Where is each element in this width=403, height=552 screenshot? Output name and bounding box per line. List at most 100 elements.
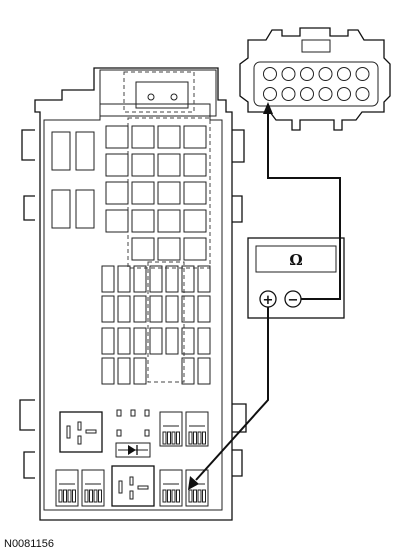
figure-code: N0081156 bbox=[4, 538, 54, 550]
top-relay bbox=[135, 81, 189, 109]
jcase-right-upper bbox=[159, 411, 209, 447]
fuse-slot bbox=[171, 489, 176, 503]
fuse-slot bbox=[193, 431, 197, 445]
mini-fuse bbox=[165, 295, 179, 323]
mini-fuse bbox=[117, 357, 131, 385]
connector-pins bbox=[263, 67, 370, 101]
mini-fuse bbox=[197, 327, 211, 355]
fuse-slot bbox=[84, 489, 89, 503]
mini-fuse bbox=[165, 265, 179, 293]
connector-pin bbox=[318, 67, 333, 81]
connector-pin bbox=[337, 67, 351, 81]
mini-fuse bbox=[181, 327, 195, 355]
mini-fuse bbox=[131, 237, 155, 261]
mini-fuse bbox=[101, 295, 115, 323]
fuse-slot bbox=[72, 489, 76, 503]
fuse-slot bbox=[89, 489, 93, 503]
negative-terminal-label: − bbox=[288, 293, 299, 308]
fuse-slot bbox=[67, 489, 72, 503]
mini-fuse bbox=[131, 209, 155, 233]
connector-pin bbox=[300, 67, 314, 81]
fuse-box-housing bbox=[19, 67, 247, 521]
middle-fuse-grid bbox=[101, 261, 211, 385]
connector-pin bbox=[281, 87, 296, 101]
mini-fuse bbox=[183, 125, 207, 149]
fuse-slot bbox=[176, 489, 180, 503]
mini-fuse bbox=[105, 125, 129, 149]
mini-fuse bbox=[105, 153, 129, 177]
mini-fuse bbox=[117, 265, 131, 293]
fuse-slot bbox=[98, 489, 102, 503]
fuse-slot bbox=[162, 431, 167, 445]
fuse-slot bbox=[176, 431, 180, 445]
connector-pin bbox=[263, 87, 277, 101]
connector bbox=[239, 27, 391, 131]
connector-pin bbox=[281, 67, 296, 81]
mini-fuse bbox=[157, 181, 181, 205]
mini-fuse bbox=[133, 295, 147, 323]
connector-pin bbox=[337, 87, 351, 101]
mini-fuse bbox=[157, 209, 181, 233]
upper-fuse-grid bbox=[105, 117, 211, 269]
mini-fuse bbox=[133, 327, 147, 355]
mini-fuse bbox=[101, 265, 115, 293]
mini-fuse bbox=[149, 265, 163, 293]
connector-pin bbox=[300, 87, 314, 101]
mini-fuse bbox=[197, 265, 211, 293]
connector-pin bbox=[355, 67, 370, 81]
positive-terminal-label: + bbox=[263, 293, 274, 308]
probe-tip-fusebox bbox=[188, 476, 199, 490]
fuse-slot bbox=[58, 489, 63, 503]
fuse-slot bbox=[188, 431, 193, 445]
mini-fuse bbox=[157, 237, 181, 261]
connector-pin bbox=[263, 67, 277, 81]
mini-fuse bbox=[131, 125, 155, 149]
mini-fuse bbox=[131, 181, 155, 205]
mini-fuse bbox=[131, 153, 155, 177]
fuse-slot bbox=[197, 431, 202, 445]
mini-fuse bbox=[149, 327, 163, 355]
test-leads bbox=[188, 102, 341, 490]
mini-fuse bbox=[157, 125, 181, 149]
probe-tip-connector bbox=[263, 102, 273, 114]
mini-fuse bbox=[197, 295, 211, 323]
mini-fuse bbox=[149, 295, 163, 323]
mini-fuse bbox=[181, 265, 195, 293]
ohmmeter: Ω + − bbox=[247, 237, 345, 319]
fuse-slot bbox=[193, 489, 197, 503]
mini-fuse bbox=[197, 357, 211, 385]
mini-fuse bbox=[101, 357, 115, 385]
mini-fuse bbox=[117, 295, 131, 323]
fuse-slot bbox=[162, 489, 167, 503]
relay-left bbox=[59, 411, 103, 453]
mini-fuse bbox=[181, 295, 195, 323]
mini-fuse bbox=[105, 209, 129, 233]
mini-fuse bbox=[101, 327, 115, 355]
fuse-slot bbox=[167, 489, 171, 503]
mini-fuse bbox=[157, 153, 181, 177]
left-large-fuses bbox=[51, 131, 95, 229]
mini-fuse bbox=[117, 327, 131, 355]
fuse-slot bbox=[202, 431, 206, 445]
fuse-slot bbox=[188, 489, 193, 503]
connector-pin bbox=[355, 87, 370, 101]
mini-fuse bbox=[183, 153, 207, 177]
bottom-row bbox=[55, 465, 209, 507]
ohm-symbol: Ω bbox=[289, 251, 302, 269]
fuse-slot bbox=[197, 489, 202, 503]
fuse-slot bbox=[167, 431, 171, 445]
mini-fuse bbox=[133, 265, 147, 293]
fuse-slot bbox=[63, 489, 67, 503]
fuse-slot bbox=[93, 489, 98, 503]
small-pins bbox=[116, 409, 150, 437]
connector-pin bbox=[318, 87, 333, 101]
mini-fuse bbox=[165, 327, 179, 355]
mini-fuse bbox=[133, 357, 147, 385]
mini-fuse bbox=[183, 237, 207, 261]
fuse-slot bbox=[171, 431, 176, 445]
mini-fuse bbox=[183, 209, 207, 233]
mini-fuse bbox=[183, 181, 207, 205]
mini-fuse bbox=[105, 181, 129, 205]
diode bbox=[115, 442, 151, 458]
